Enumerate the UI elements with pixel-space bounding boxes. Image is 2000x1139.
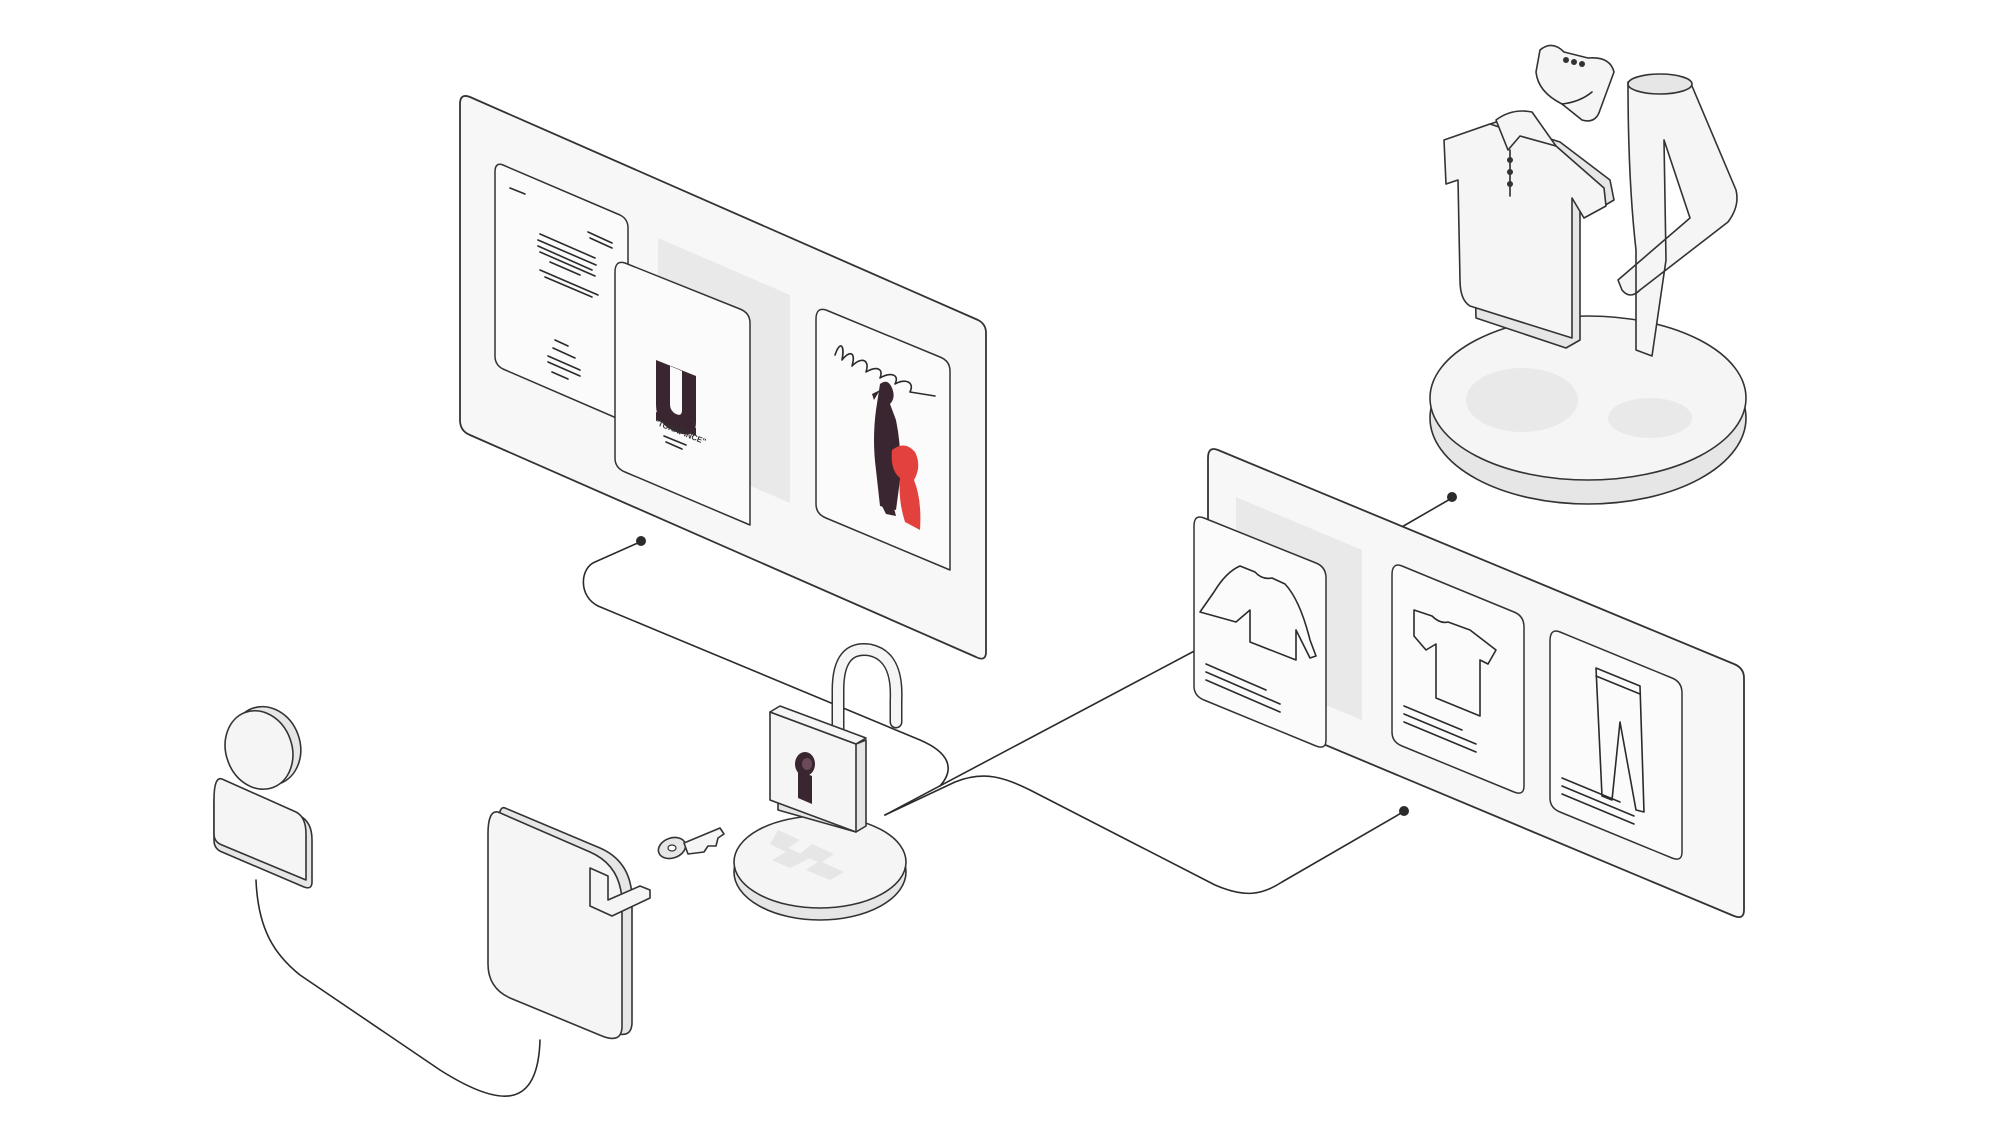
shirt-icon [1413, 609, 1497, 717]
connector-node-screen [636, 536, 646, 546]
figure-illustration-icon [872, 381, 921, 530]
wallet-clasp-icon [589, 867, 651, 917]
sweater-icon [1199, 565, 1317, 661]
padlock-icon [733, 643, 907, 921]
display-pedestal-top [1429, 315, 1747, 481]
mannequin-display [1429, 44, 1747, 505]
catalog-item-sweater[interactable] [1193, 516, 1327, 748]
connector-user-to-bag [255, 879, 541, 1097]
mannequin-shoe-icon [1535, 44, 1615, 122]
pants-icon [1595, 667, 1645, 813]
keyhole-icon [795, 752, 815, 804]
signature-icon [834, 345, 936, 397]
connector-node-catalog [1399, 806, 1409, 816]
connector-node-mannequin [1447, 492, 1457, 502]
key-icon [657, 827, 725, 860]
connector-lock-to-catalog [884, 647, 1201, 816]
catalog-item-shirt[interactable] [1391, 564, 1525, 794]
brand-logo-icon [656, 360, 696, 436]
connector-screen-to-lock [582, 541, 949, 787]
text-document-card [494, 163, 629, 424]
brand-poster-card: U "TORAPINCE" [0, 0, 751, 526]
connectors [255, 492, 1457, 1097]
catalog-item-pants[interactable] [1549, 630, 1683, 860]
connector-lock-to-catalog-lower [884, 775, 1404, 895]
brand-logo-letter: U [0, 0, 1, 1]
user-icon [213, 705, 313, 889]
mannequin-pants-icon [1617, 73, 1738, 357]
art-poster-card [815, 308, 951, 571]
connector-catalog-to-mannequin [1399, 497, 1453, 529]
document-screen: U "TORAPINCE" [0, 0, 987, 660]
catalog-screen [1193, 448, 1745, 919]
wallet-icon [487, 806, 651, 1040]
mannequin-shirt-icon [1443, 110, 1615, 349]
